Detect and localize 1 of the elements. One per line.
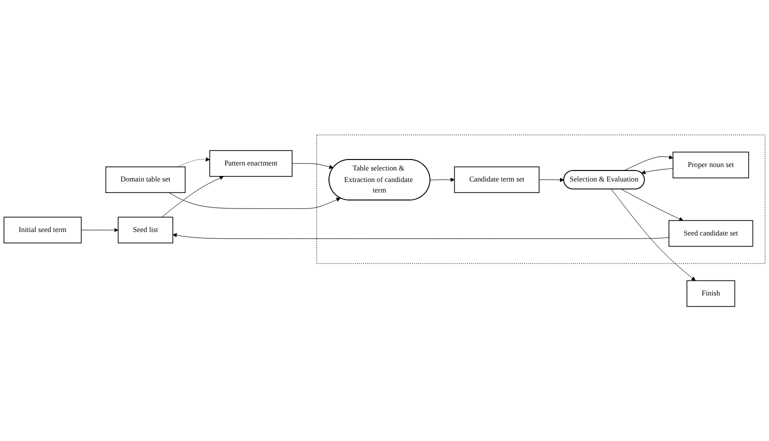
cluster [316,134,766,264]
